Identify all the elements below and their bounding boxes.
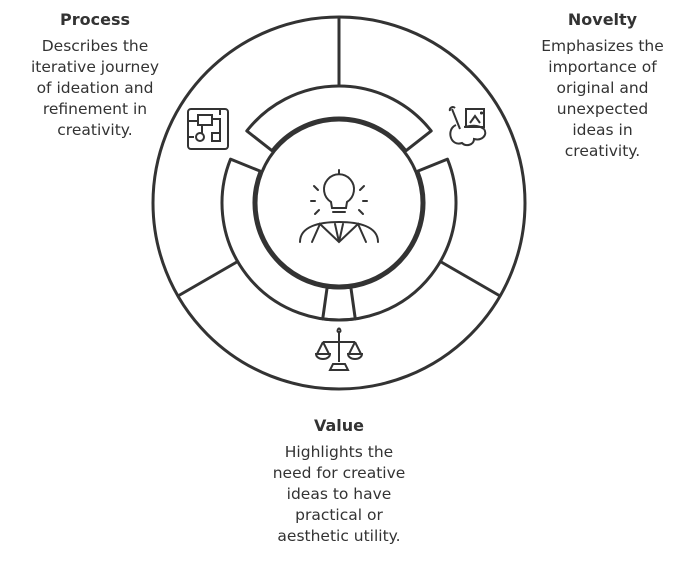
art-palette-icon	[448, 106, 487, 147]
segment-novelty: Novelty Emphasizes the importance of ori…	[520, 10, 685, 162]
flowchart-icon	[187, 108, 229, 150]
segment-description: Highlights the need for creative ideas t…	[272, 443, 406, 545]
lightbulb-person-icon	[299, 169, 379, 244]
segment-title: Value	[313, 416, 365, 435]
segment-title: Process	[60, 10, 130, 29]
balance-scale-icon	[314, 327, 364, 371]
segment-divider	[439, 260, 501, 298]
segment-value: Value Highlights the need for creative i…	[239, 416, 439, 547]
segment-description: Describes the iterative journey of ideat…	[30, 37, 160, 139]
inner-ring-segment	[220, 157, 357, 322]
segment-divider	[177, 260, 239, 298]
center-circle	[254, 118, 424, 288]
segment-title: Novelty	[567, 10, 638, 29]
segment-description: Emphasizes the importance of original an…	[541, 37, 664, 160]
segment-process: Process Describes the iterative journey …	[0, 10, 190, 141]
inner-ring-segment	[245, 84, 433, 153]
